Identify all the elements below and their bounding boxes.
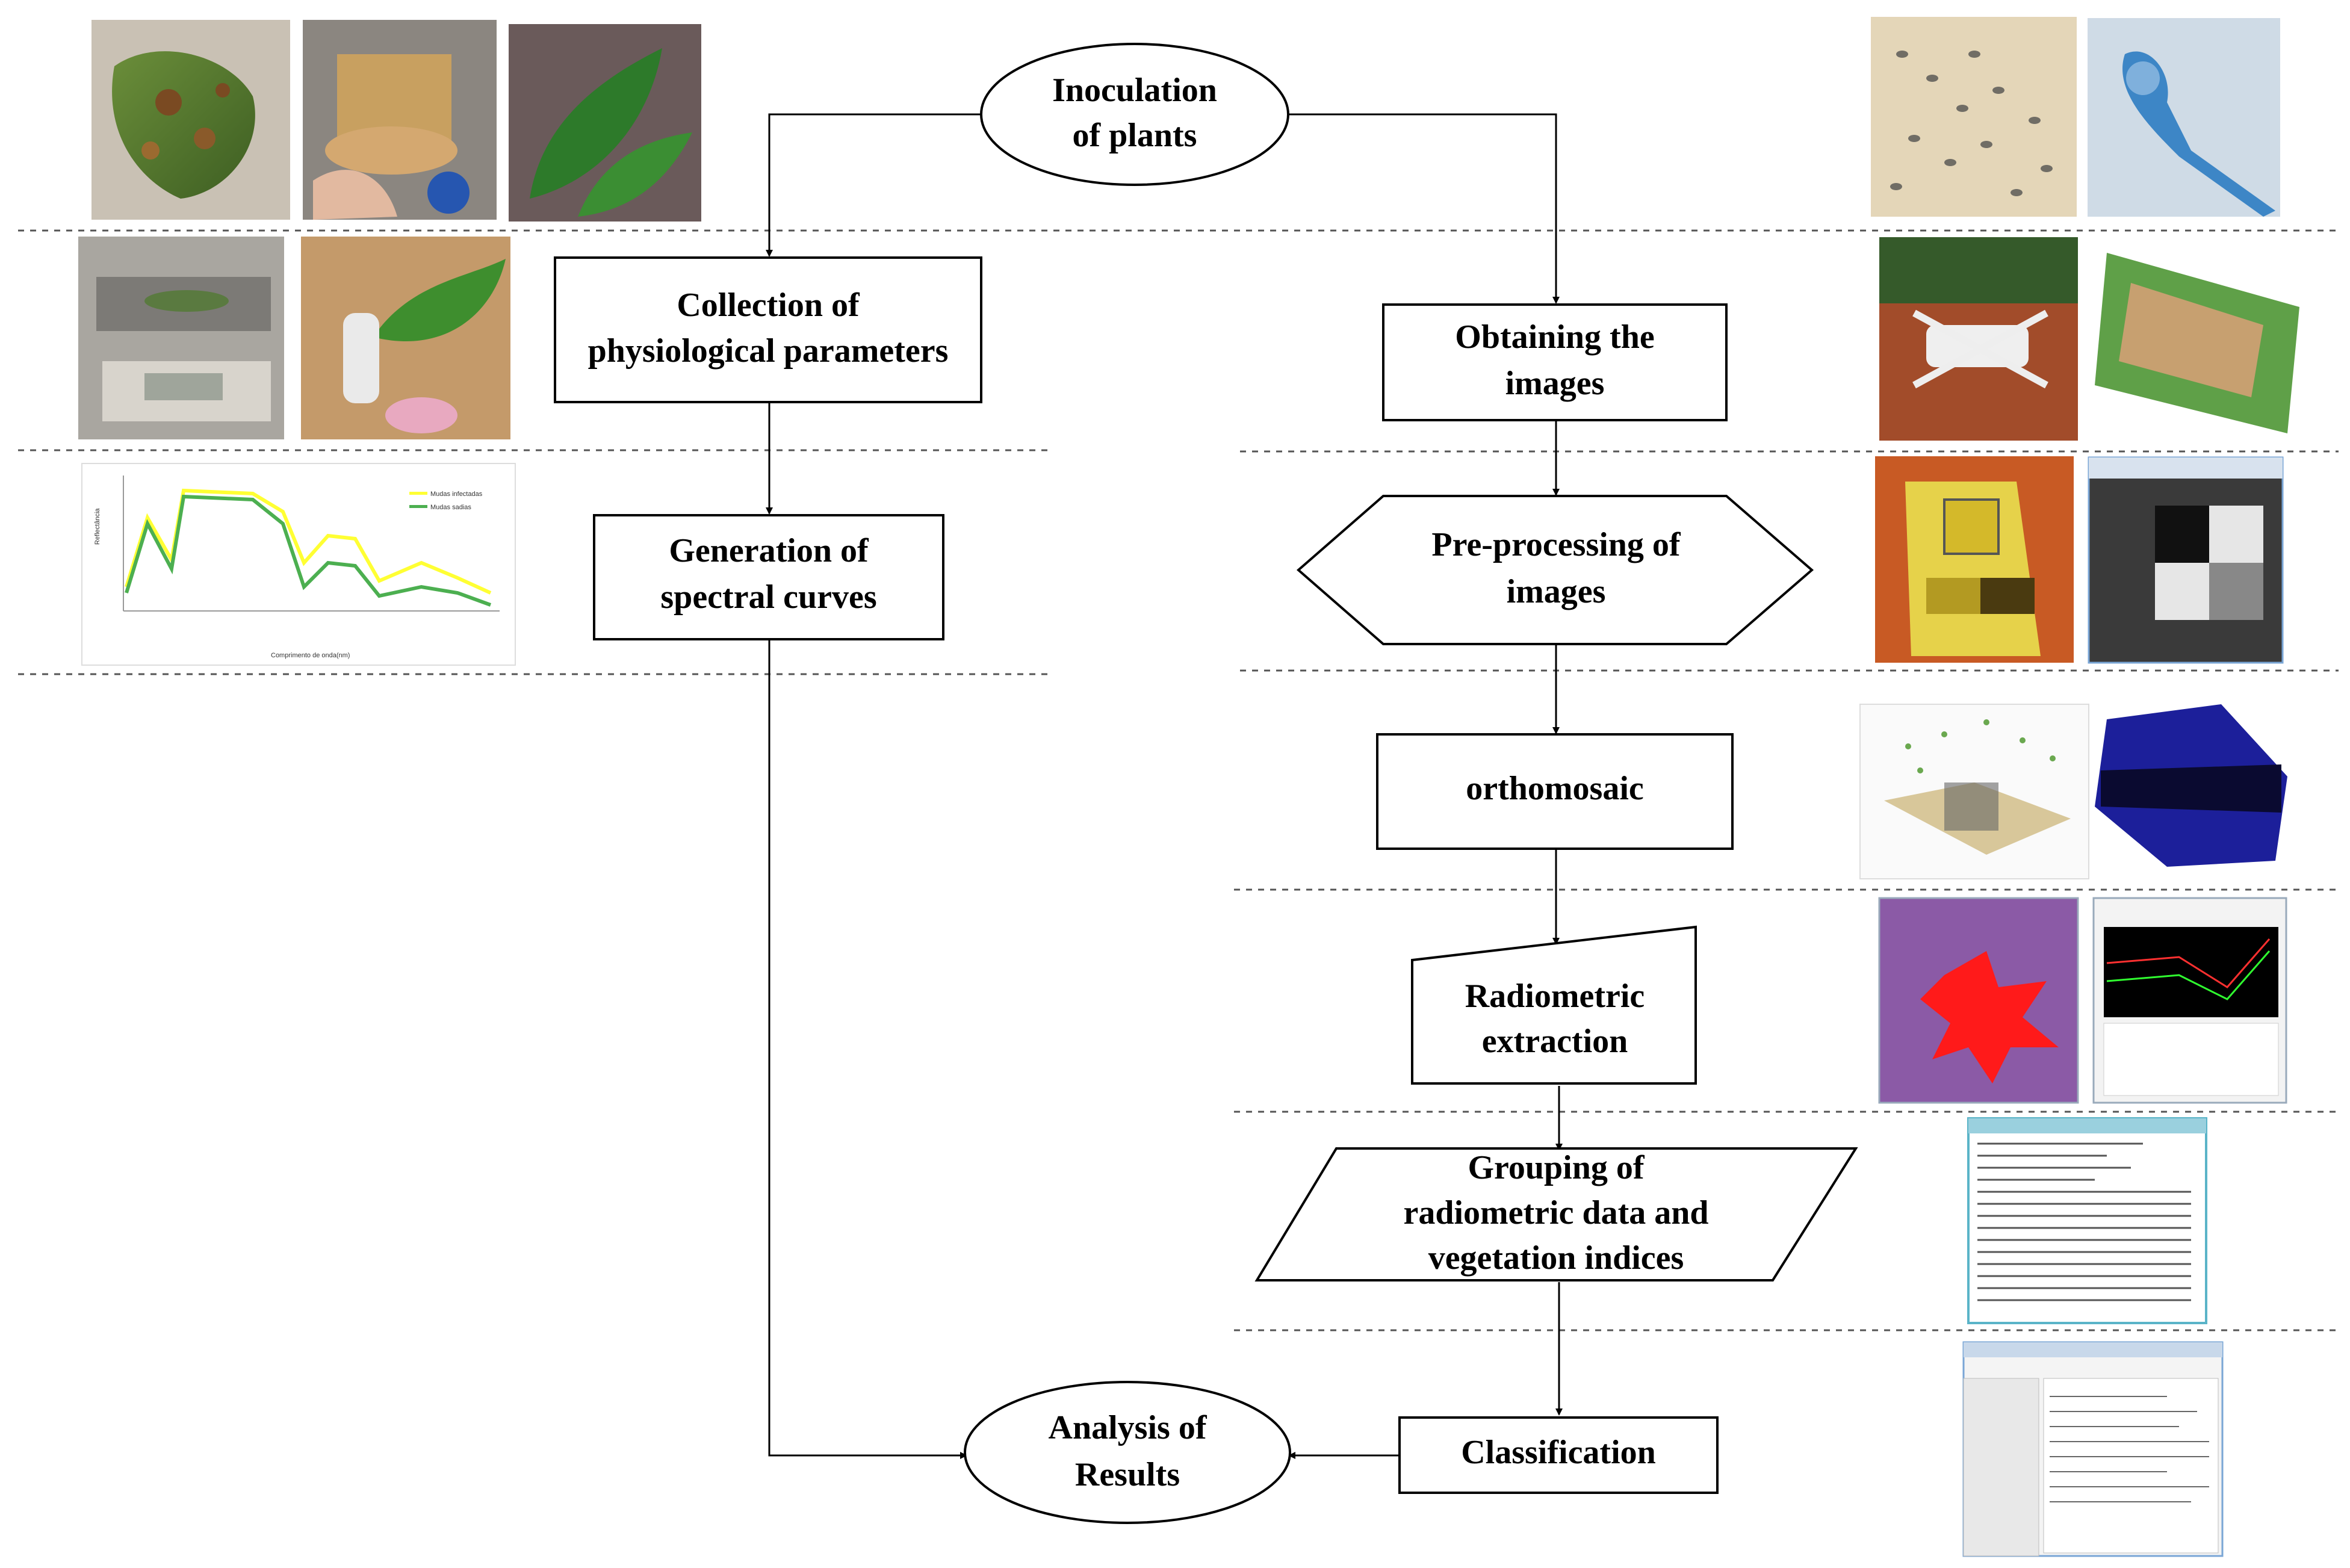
node-grouping-line3: vegetation indices	[1428, 1239, 1684, 1277]
node-grouping-line2: radiometric data and	[1403, 1194, 1708, 1232]
node-obtaining: Obtaining the images	[1382, 303, 1728, 421]
node-preprocessing: Pre-processing of images	[1296, 495, 1814, 645]
spores-microscopy-photo	[1871, 17, 2077, 217]
radiometric-roi-screenshot	[1878, 897, 2079, 1104]
node-inoculation: Inoculation of plants	[980, 43, 1289, 186]
point-cloud-photo	[1859, 704, 2089, 879]
node-orthomosaic: orthomosaic	[1376, 733, 1734, 850]
legend-swatch-healthy	[409, 505, 427, 508]
calibration-software-screenshot	[2088, 456, 2284, 664]
node-analysis-line1: Analysis of	[1049, 1409, 1208, 1446]
spectral-chart-thumbnail: Mudas infectadas Mudas sadias Reflectânc…	[81, 463, 516, 666]
node-collection-line1: Collection of	[677, 287, 860, 324]
node-preprocessing-line2: images	[1507, 573, 1606, 610]
node-preprocessing-line1: Pre-processing of	[1431, 526, 1681, 563]
node-classification: Classification	[1398, 1416, 1719, 1494]
node-obtaining-line1: Obtaining the	[1455, 318, 1654, 356]
spectral-series-healthy	[125, 494, 492, 607]
node-obtaining-line2: images	[1505, 365, 1605, 402]
node-classification-line1: Classification	[1461, 1434, 1656, 1471]
lab-scale-photo	[78, 237, 284, 439]
legend-infected: Mudas infectadas	[430, 491, 483, 498]
node-radiometric-line1: Radiometric	[1465, 978, 1645, 1015]
connectors	[766, 113, 1563, 1459]
node-generation-line1: Generation of	[669, 532, 869, 569]
row-separators	[18, 229, 2339, 1331]
legend-swatch-infected	[409, 492, 427, 495]
node-grouping-line1: Grouping of	[1468, 1149, 1645, 1186]
arrow-inoculation-to-obtaining	[1288, 113, 1560, 304]
lab-flask-photo	[303, 20, 497, 220]
calibration-target-photo	[1875, 456, 2074, 663]
node-grouping: Grouping of radiometric data and vegetat…	[1254, 1147, 1858, 1281]
node-inoculation-line2: of plants	[1073, 117, 1197, 154]
legend-healthy: Mudas sadias	[430, 504, 471, 511]
chart-ylabel: Reflectância	[94, 508, 101, 545]
spectral-profile-screenshot	[2092, 897, 2287, 1104]
field-mosaic-photo	[2095, 253, 2299, 433]
chart-xlabel: Comprimento de onda(nm)	[271, 652, 350, 659]
node-analysis-line2: Results	[1075, 1456, 1180, 1493]
node-collection-line2: physiological parameters	[588, 332, 949, 370]
node-generation-line2: spectral curves	[660, 578, 876, 616]
node-collection: Collection of physiological parameters	[554, 256, 982, 403]
classifier-software-screenshot	[1962, 1341, 2224, 1557]
node-radiometric-line2: extraction	[1482, 1023, 1628, 1060]
arrow-inoculation-to-collection	[766, 113, 981, 257]
leaf-plant-photo	[509, 24, 701, 222]
hypha-microscopy-photo	[2088, 18, 2280, 217]
drone-photo	[1879, 237, 2078, 441]
node-orthomosaic-line1: orthomosaic	[1466, 770, 1644, 807]
data-file-screenshot	[1967, 1117, 2207, 1324]
node-inoculation-line1: Inoculation	[1052, 72, 1217, 109]
dense-model-photo	[2095, 704, 2287, 867]
arrow-generation-to-analysis	[768, 639, 967, 1459]
leaf-sample-tube-photo	[301, 237, 510, 439]
node-radiometric: Radiometric extraction	[1411, 925, 1697, 1085]
node-analysis: Analysis of Results	[964, 1381, 1291, 1524]
diseased-leaf-photo	[91, 20, 290, 220]
node-generation: Generation of spectral curves	[593, 514, 944, 640]
